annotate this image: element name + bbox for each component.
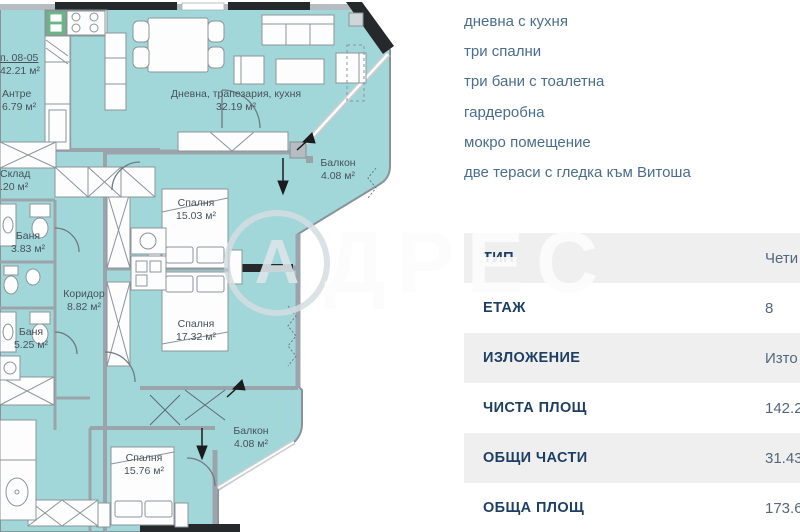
spec-table: ТИП Чети ЕТАЖ 8 ИЗЛОЖЕНИЕ Изто ЧИСТА ПЛО…	[464, 233, 800, 532]
spec-row-floor: ЕТАЖ 8	[464, 283, 800, 333]
door-swings	[54, 89, 377, 487]
unit-number-label: п. 08-05 42.21 м²	[0, 52, 40, 78]
feature-item: три спални	[464, 42, 542, 60]
room-label-sklad: Склад .20 м²	[0, 168, 31, 193]
unit-number: п. 08-05	[0, 52, 39, 64]
spec-value: Изто	[765, 349, 798, 367]
feature-item: две тераси с гледка към Витоша	[464, 164, 691, 182]
feature-item: мокро помещение	[464, 133, 591, 151]
room-label-bedroom3: Спалня 15.76 м²	[124, 452, 164, 477]
room-label-bedroom2: Спалня 17.32 м²	[176, 318, 216, 343]
floor-plan: п. 08-05 42.21 м² Антре 6.79 м² Склад .2…	[0, 2, 394, 532]
feature-list: дневна с кухня три спални три бани с тоа…	[464, 6, 691, 188]
room-label-living: Дневна, трапезария, кухня 32.19 м²	[170, 88, 302, 113]
spec-label: ИЗЛОЖЕНИЕ	[483, 350, 581, 366]
spec-label: ЧИСТА ПЛОЩ	[483, 400, 587, 416]
feature-item: дневна с кухня	[464, 12, 568, 30]
spec-row-type: ТИП Чети	[464, 233, 800, 283]
room-label-bedroom1: Спалня 15.03 м²	[176, 197, 216, 222]
spec-label: ТИП	[483, 250, 514, 266]
spec-label: ЕТАЖ	[483, 300, 526, 316]
spec-row-exposure: ИЗЛОЖЕНИЕ Изто	[464, 333, 800, 383]
room-label-bath1: Баня 3.83 м²	[10, 230, 46, 255]
spec-value: Чети	[765, 249, 799, 267]
spec-label: ОБЩИ ЧАСТИ	[483, 450, 588, 466]
unit-total-area: 42.21 м²	[0, 64, 40, 77]
spec-value: 8	[765, 299, 774, 317]
spec-row-total-area: ОБЩА ПЛОЩ 173.6	[464, 483, 800, 532]
feature-item: три бани с тоалетна	[464, 73, 605, 91]
floor-plan-drawing	[0, 2, 394, 532]
spec-value: 142.2	[765, 399, 800, 417]
feature-item: гардеробна	[464, 103, 545, 121]
spec-value: 173.6	[765, 499, 800, 517]
spec-label: ОБЩА ПЛОЩ	[483, 500, 585, 516]
direction-arrows	[196, 132, 316, 461]
spec-row-common-parts: ОБЩИ ЧАСТИ 31.43	[464, 433, 800, 483]
spec-row-net-area: ЧИСТА ПЛОЩ 142.2	[464, 383, 800, 433]
room-label-corridor: Коридор 8.82 м²	[63, 288, 105, 313]
room-label-antre: Антре 6.79 м²	[2, 88, 37, 113]
room-label-balcony1: Балкон 4.08 м²	[320, 157, 356, 182]
furniture	[0, 9, 367, 528]
spec-value: 31.43	[765, 449, 800, 467]
room-label-balcony2: Балкон 4.08 м²	[233, 425, 269, 450]
room-label-bath2: Баня 5.25 м²	[13, 326, 49, 351]
